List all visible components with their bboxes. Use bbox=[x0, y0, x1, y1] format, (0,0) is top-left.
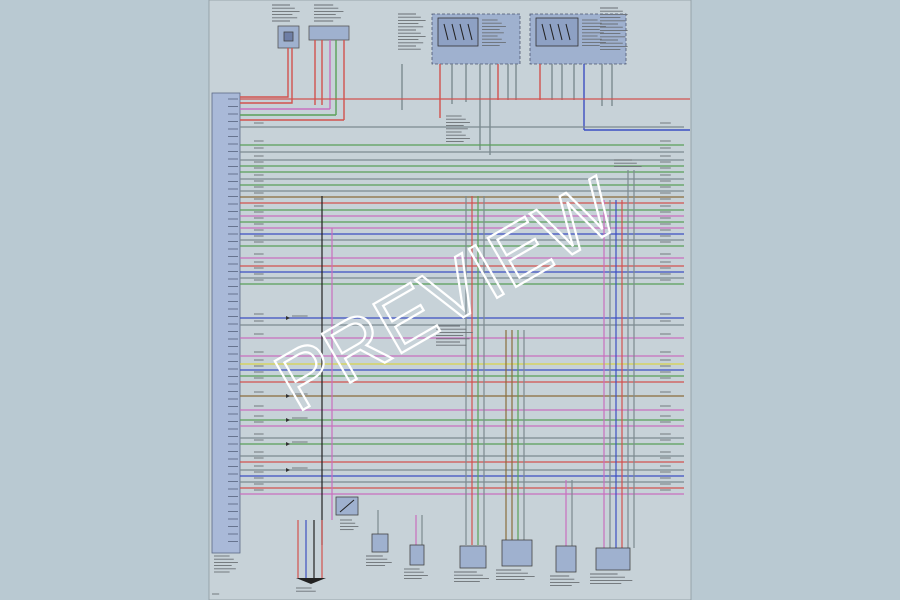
connector-c bbox=[459, 545, 487, 569]
ecm-module bbox=[211, 92, 241, 554]
offpage-arrow bbox=[286, 394, 290, 398]
relay-left-contact bbox=[451, 23, 457, 41]
connector-e bbox=[555, 545, 577, 573]
offpage-arrow bbox=[286, 316, 290, 320]
relay-left-contact bbox=[443, 23, 449, 41]
throttle-switch-contact bbox=[339, 499, 355, 513]
offpage-arrow bbox=[286, 418, 290, 422]
offpage-arrow bbox=[286, 468, 290, 472]
connector-a bbox=[371, 533, 389, 553]
relay-left-contact bbox=[459, 23, 465, 41]
relay-right-contact bbox=[557, 23, 563, 41]
fuel-pressure-sensor-body bbox=[283, 31, 294, 42]
wire-ecm-to-sensor bbox=[240, 88, 289, 98]
connector-d bbox=[501, 539, 533, 567]
relay-left-coil bbox=[437, 17, 479, 47]
relay-right-contact bbox=[541, 23, 547, 41]
offpage-arrow bbox=[286, 442, 290, 446]
relay-right-coil bbox=[535, 17, 579, 47]
ground-terminal bbox=[296, 578, 326, 584]
connector-f bbox=[595, 547, 631, 571]
relay-right-contact bbox=[565, 23, 571, 41]
wire-ecm-to-sensor bbox=[240, 99, 293, 104]
relay-left-contact bbox=[467, 23, 473, 41]
diagram-sheet bbox=[208, 0, 692, 600]
relay-right-contact bbox=[549, 23, 555, 41]
crank-sensor bbox=[308, 25, 350, 41]
connector-b bbox=[409, 544, 425, 566]
